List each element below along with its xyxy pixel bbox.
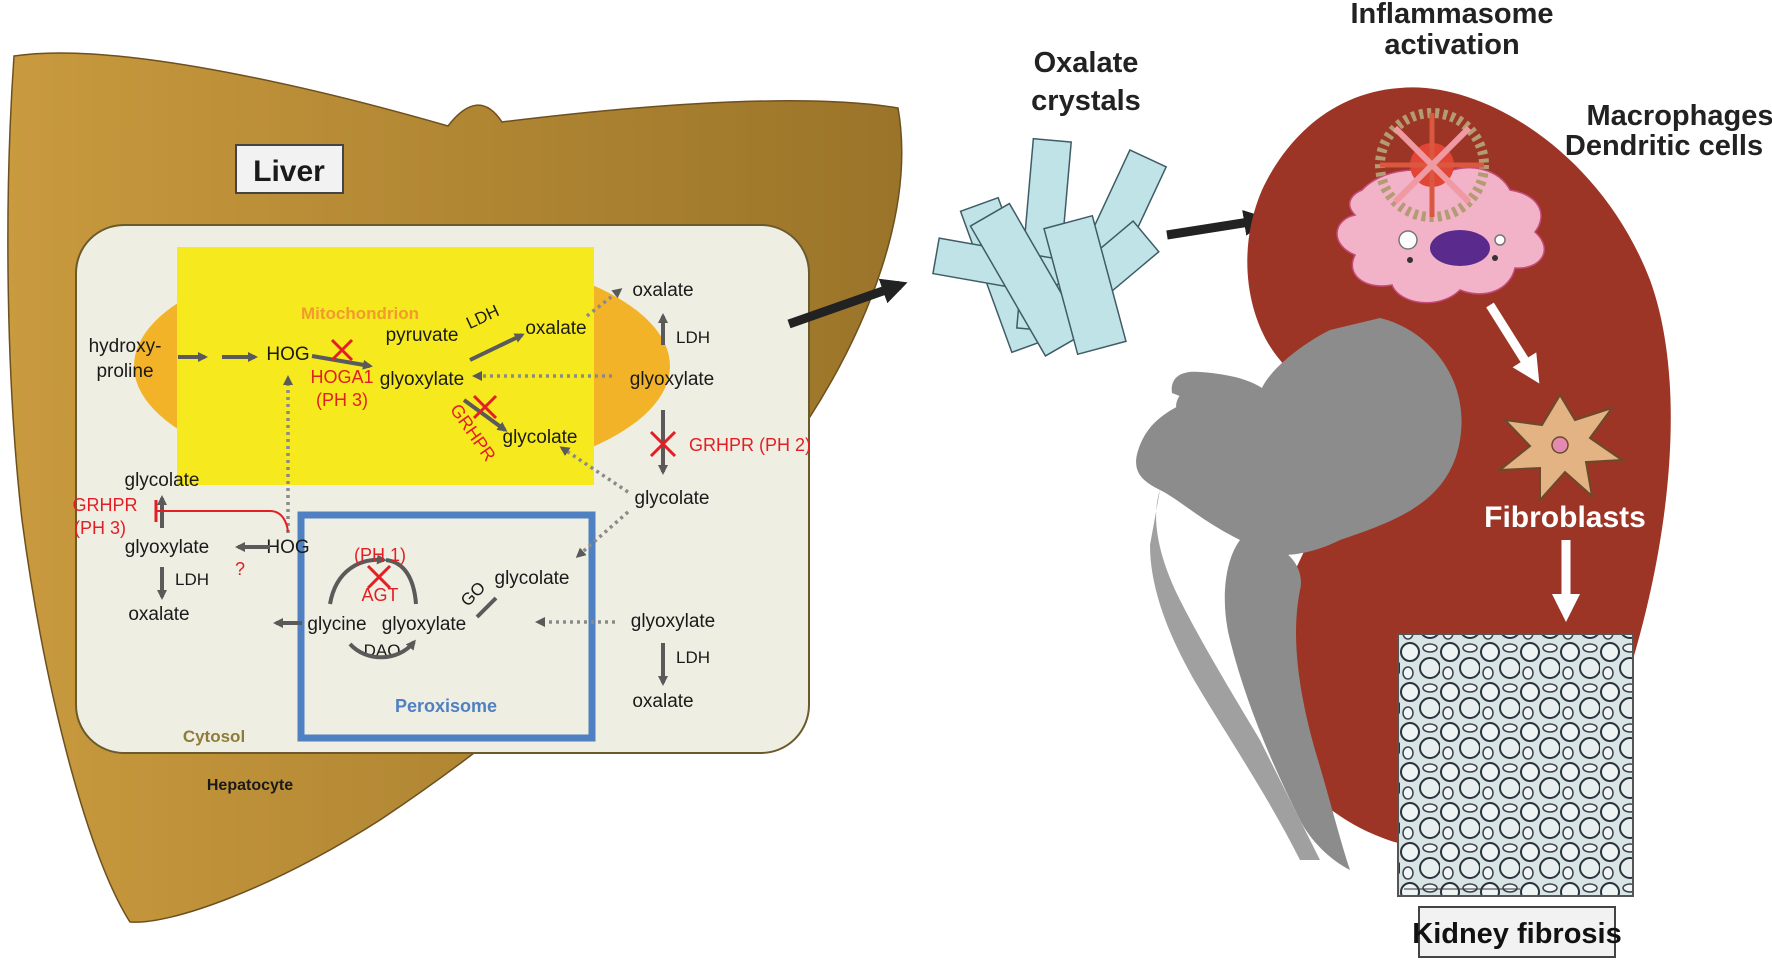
renal-pelvis	[1136, 318, 1462, 555]
question-label: ?	[235, 559, 245, 579]
arrow-hog-glyox	[311, 354, 373, 370]
dao-arc	[348, 639, 416, 660]
glycolate-mito: glycolate	[503, 427, 578, 448]
inflammasome-label-2: activation	[1384, 29, 1519, 61]
histology-panel	[1397, 633, 1634, 897]
liver-label: Liver	[253, 155, 325, 188]
granule-1	[1407, 257, 1413, 263]
x-agt	[366, 564, 392, 590]
cytosol-label: Cytosol	[183, 727, 245, 746]
glyoxylate-right-top: glyoxylate	[630, 369, 715, 390]
agt-arc-right	[385, 558, 418, 605]
kidney-fibrosis-box	[1418, 906, 1616, 958]
go-bar	[475, 596, 498, 619]
ph1-label: (PH 1)	[354, 545, 406, 565]
crystal-7	[1043, 214, 1127, 356]
oxalate-right-bottom: oxalate	[632, 691, 693, 712]
pathway-arrows	[157, 313, 668, 686]
crystal-6	[969, 202, 1086, 357]
mitochondrion-inner	[177, 247, 594, 485]
immune-cell	[1336, 108, 1546, 304]
renal-pelvis-ureter	[1136, 318, 1462, 870]
oxalate-right-top: oxalate	[632, 280, 693, 301]
oxalate-crystals-label-2: crystals	[1031, 85, 1141, 117]
inflammasome-label-1: Inflammasome	[1350, 0, 1553, 30]
arrow-liver-to-crystals	[787, 278, 908, 329]
glycolate-right-mid: glycolate	[635, 488, 710, 509]
glyoxylate-right-bottom: glyoxylate	[631, 611, 716, 632]
ph3-mito-label: (PH 3)	[316, 390, 368, 410]
oxalate-crystals	[932, 137, 1168, 357]
ldh-right-bottom: LDH	[676, 648, 710, 667]
peroxisome-label: Peroxisome	[395, 696, 497, 716]
oxalate-mito: oxalate	[525, 318, 586, 339]
hog-cyto: HOG	[266, 537, 309, 558]
glyoxylate-perox: glyoxylate	[382, 614, 467, 635]
vesicle-2	[1494, 234, 1506, 246]
fibroblast-nucleus	[1551, 436, 1569, 454]
hog-mito: HOG	[266, 344, 309, 365]
glycolate-perox: glycolate	[495, 568, 570, 589]
transport-oxalate	[585, 288, 623, 318]
oxalate-crystals-label-1: Oxalate	[1034, 47, 1139, 79]
fibroblasts-label: Fibroblasts	[1484, 501, 1646, 534]
vesicle-1	[1398, 230, 1418, 250]
arrow-to-fibroblast	[1486, 302, 1540, 384]
hydroxyproline-line2: proline	[96, 361, 153, 382]
oxalate-cyto: oxalate	[128, 604, 189, 625]
ureter	[1224, 540, 1350, 870]
glycine: glycine	[307, 614, 366, 635]
ldh-right-top: LDH	[676, 328, 710, 347]
inflammasome	[1375, 108, 1489, 222]
ldh-cyto: LDH	[175, 570, 209, 589]
arrow-crystals-to-kidney	[1166, 209, 1270, 240]
agt-label: AGT	[361, 585, 398, 605]
liver-label-box	[235, 144, 344, 194]
fibroblast-cell	[1496, 393, 1625, 503]
agt-dao-cycle	[328, 554, 418, 660]
hydroxyproline-line1: hydroxy-	[89, 336, 162, 357]
pyruvate: pyruvate	[386, 325, 459, 346]
defect-marks	[330, 338, 677, 590]
granule-2	[1492, 255, 1498, 261]
transport-arrows	[283, 288, 630, 627]
hoga1-label: HOGA1	[310, 367, 373, 387]
metabolite-labels: hydroxy- proline HOG pyruvate LDH oxalat…	[89, 280, 716, 712]
x-grhpr-mito	[472, 394, 498, 420]
kidney-fibrosis-label: Kidney fibrosis	[1412, 918, 1622, 950]
agt-arc-left	[328, 554, 387, 605]
grhpr-cyto-label: GRHPR	[72, 495, 137, 515]
glycolate-cyto: glycolate	[125, 470, 200, 491]
hepatocyte-label: Hepatocyte	[207, 777, 293, 794]
arrow-glyox-oxalate	[469, 333, 525, 362]
macrophage-nucleus	[1430, 230, 1490, 266]
ph3-cyto-label: (PH 3)	[74, 518, 126, 538]
peroxisome-box	[297, 511, 596, 742]
glyoxylate-mito: glyoxylate	[380, 369, 465, 390]
x-hoga1	[330, 338, 354, 362]
macrophages-label: Macrophages	[1587, 100, 1772, 132]
dendritic-label: Dendritic cells	[1565, 130, 1763, 162]
mitochondrion-label: Mitochondrion	[301, 304, 419, 323]
inflammasome-spoke-4	[1392, 125, 1472, 205]
arrow-glyox-glycolate	[462, 398, 508, 432]
x-grhpr-ph2	[649, 430, 677, 458]
histology-image	[1397, 633, 1634, 897]
grhpr-ph2-label: GRHPR (PH 2)	[689, 435, 811, 455]
grhpr-inhibition-line	[156, 510, 289, 533]
calyx-upper	[1176, 388, 1270, 420]
glyoxylate-cyto: glyoxylate	[125, 537, 210, 558]
